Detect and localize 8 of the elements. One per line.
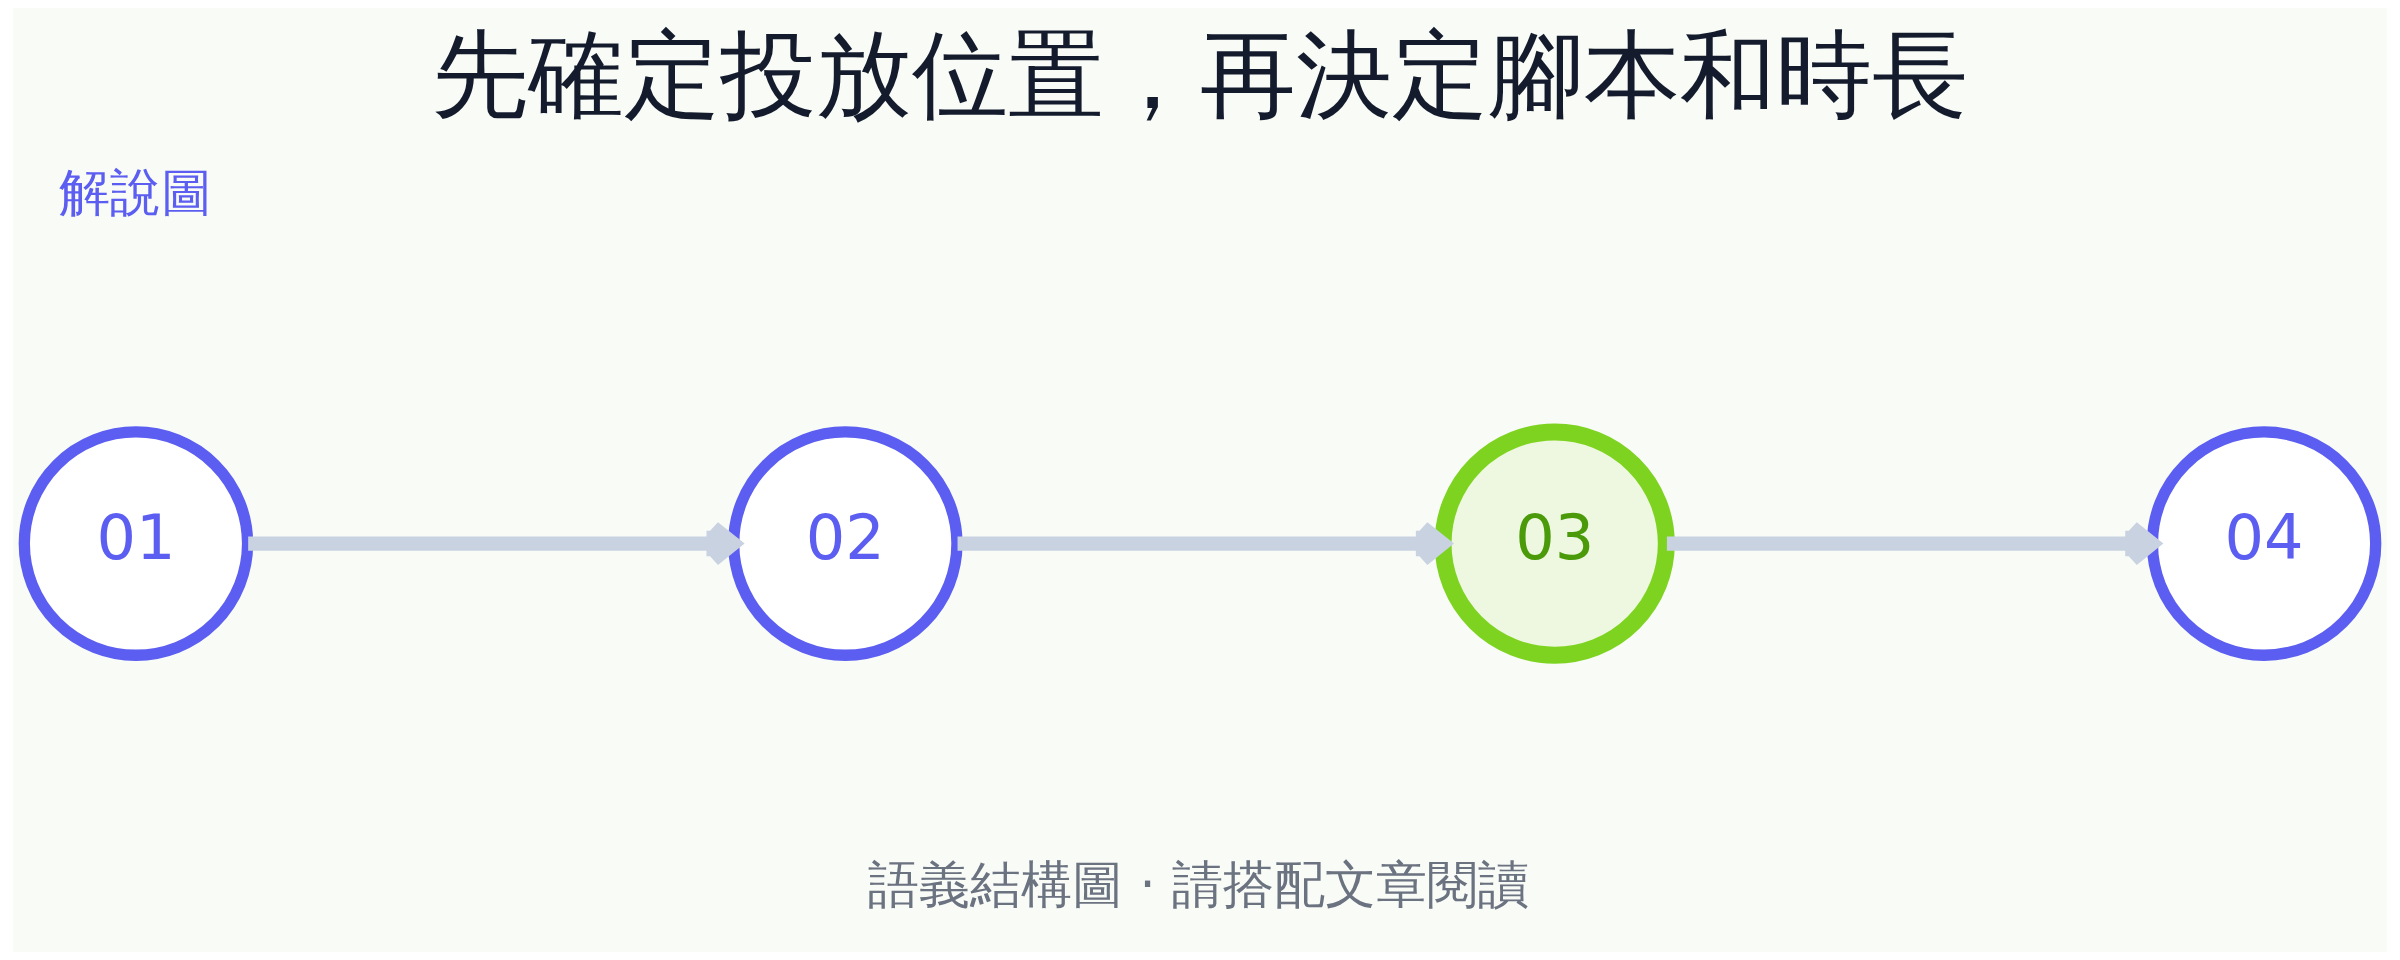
node-circle: 03	[1434, 423, 1675, 664]
arrow	[1666, 520, 2160, 567]
diagram-title: 先確定投放位置，再決定腳本和時長	[432, 18, 1968, 131]
node-circle: 01	[18, 426, 254, 661]
node-circle: 02	[728, 426, 963, 661]
caption: 語義結構圖 · 請搭配文章閱讀	[868, 855, 1529, 915]
node-circle: 04	[2146, 426, 2382, 661]
label: 解說圖	[59, 162, 213, 222]
